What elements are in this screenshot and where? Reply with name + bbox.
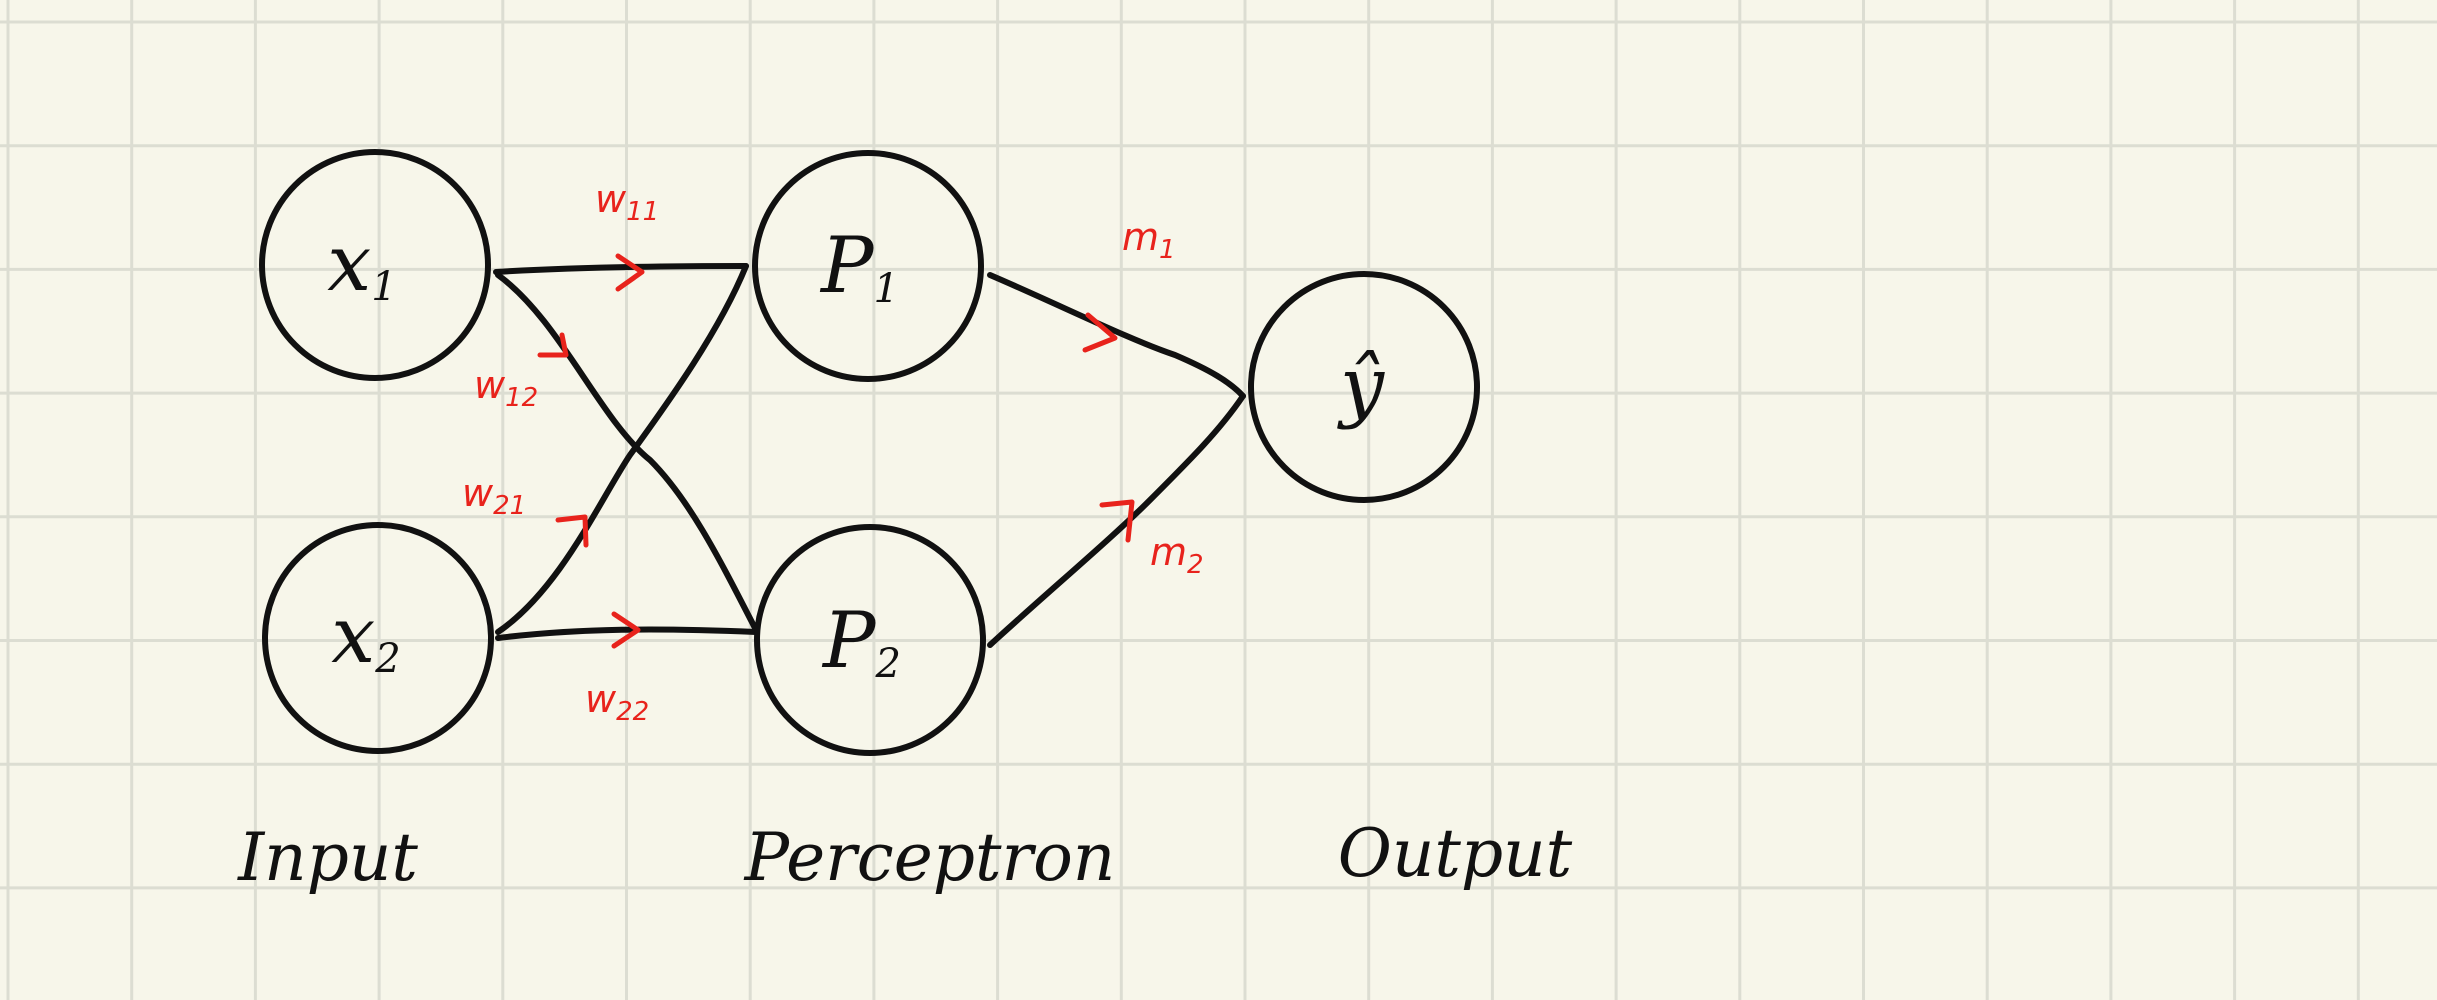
- weight-m1-label: m1: [1122, 215, 1176, 265]
- node-x1: x1: [259, 149, 491, 381]
- layer-captions: Input Perceptron Output: [237, 815, 1573, 896]
- weight-w22-label: w22: [585, 677, 649, 727]
- edge-x1-p2: [495, 272, 759, 633]
- node-p1-circle: [752, 150, 984, 382]
- layer-label-input: Input: [237, 819, 418, 896]
- weight-w12-label: w12: [474, 363, 538, 413]
- arrow-w12: [537, 332, 569, 358]
- node-p2: P2: [754, 524, 986, 756]
- edge-x2-p2: [495, 626, 759, 641]
- weight-m2-label: m2: [1150, 530, 1204, 580]
- arrow-m2: [1099, 499, 1135, 543]
- node-y-hat-circle: [1248, 271, 1480, 503]
- arrow-w21: [555, 514, 589, 548]
- node-x2: x2: [262, 522, 494, 754]
- arrow-m1: [1082, 312, 1118, 353]
- edge-x1-p1: [493, 263, 749, 275]
- weight-w11-label: w11: [595, 177, 659, 227]
- node-y-hat-label: ŷ: [1337, 341, 1385, 431]
- weight-w21-label: w21: [462, 471, 526, 521]
- arrow-w11: [615, 253, 645, 292]
- node-p2-circle: [754, 524, 986, 756]
- node-x2-label: x2: [331, 591, 400, 682]
- node-p2-label: P2: [821, 596, 901, 687]
- node-y-hat: ŷ: [1248, 271, 1480, 503]
- arrow-w22: [611, 611, 641, 649]
- node-p1: P1: [752, 150, 984, 382]
- edge-x2-p1: [495, 263, 749, 635]
- edge-p2-y: [987, 393, 1246, 648]
- node-p1-label: P1: [819, 221, 899, 312]
- node-x1-label: x1: [327, 219, 396, 310]
- node-x1-circle: [259, 149, 491, 381]
- weight-arrows: [537, 253, 1135, 649]
- weight-labels: w11 w12 w21 w22 m1 m2: [462, 177, 1204, 727]
- layer-label-output: Output: [1338, 815, 1573, 892]
- node-x2-circle: [262, 522, 494, 754]
- layer-label-perceptron: Perceptron: [744, 819, 1116, 896]
- edge-p1-y: [987, 272, 1246, 399]
- connections: [493, 263, 1246, 648]
